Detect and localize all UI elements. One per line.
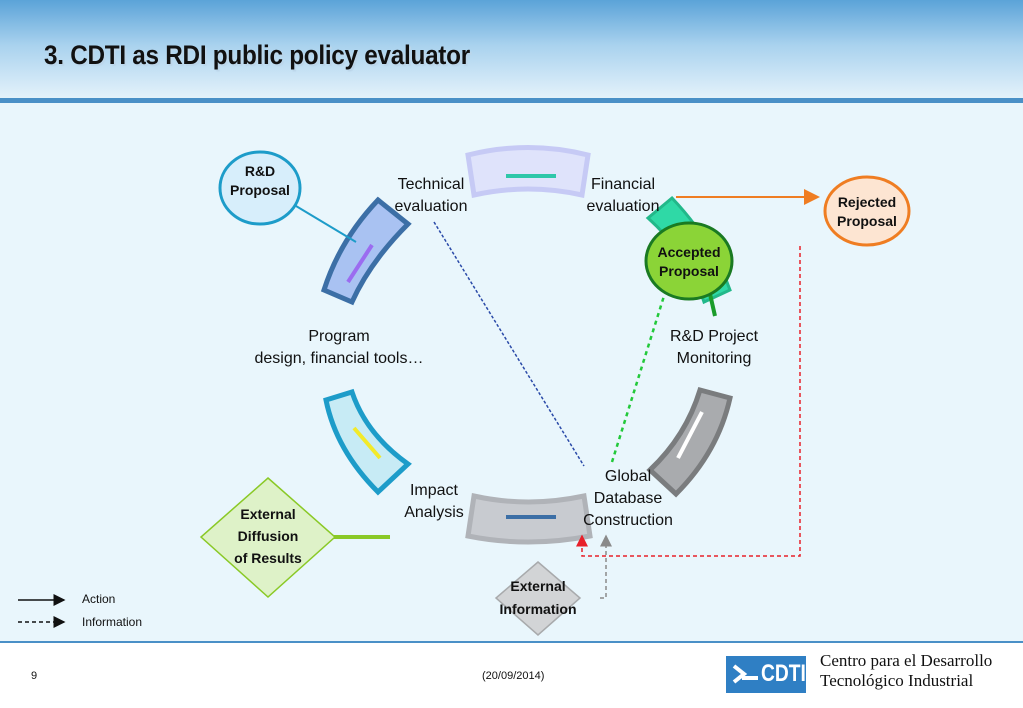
header-divider — [0, 98, 1023, 103]
info-line-database-accepted — [610, 295, 666, 463]
cdti-logo-text: CDTI — [761, 660, 806, 687]
slide-title: 3. CDTI as RDI public policy evaluator — [44, 40, 470, 70]
rd-proposal-node — [218, 150, 302, 226]
connector-rd-proposal — [295, 205, 357, 243]
legend-action-label: Action — [82, 592, 116, 606]
rejected-proposal-node — [823, 175, 911, 247]
external-diffusion-node — [199, 477, 337, 599]
legend-information-label: Information — [82, 615, 143, 629]
info-line-technical-database — [433, 221, 585, 467]
segment-monitoring — [646, 386, 733, 498]
accepted-proposal-node — [644, 221, 734, 301]
segment-evaluation — [465, 145, 591, 199]
footer-divider — [0, 641, 1023, 643]
segment-program-mark — [346, 243, 374, 284]
info-path-external-database — [600, 534, 612, 599]
segment-diffusion-mark — [352, 426, 382, 460]
external-information-node — [494, 561, 582, 636]
page-number: 9 — [31, 670, 38, 682]
slide-date: (20/09/2014) — [482, 670, 545, 682]
cdti-logo — [726, 656, 806, 693]
cdti-logo-mark-icon — [732, 664, 758, 684]
info-path-rejected-database — [576, 246, 801, 557]
segment-monitoring-mark — [676, 411, 704, 459]
header-band — [0, 0, 1023, 100]
connector-accepted — [708, 293, 717, 317]
footer — [0, 643, 1023, 708]
